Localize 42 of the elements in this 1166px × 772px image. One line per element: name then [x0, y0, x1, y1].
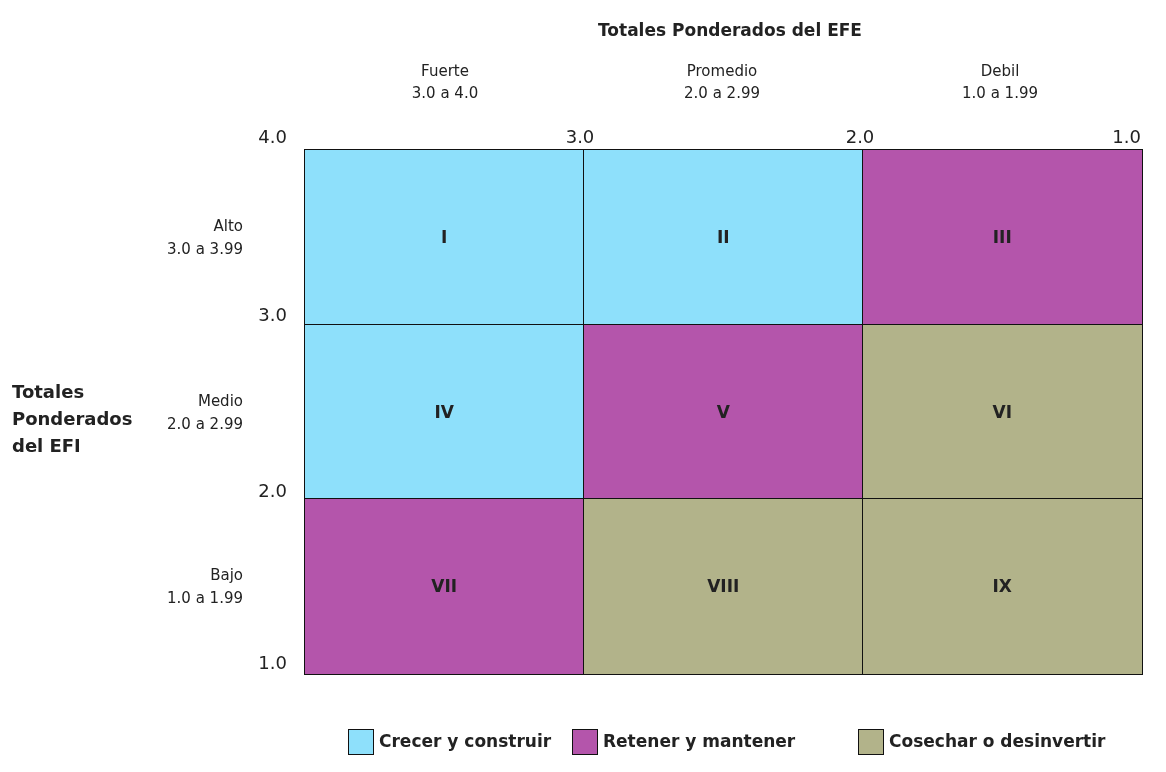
roman-numeral: I: [441, 227, 448, 248]
axis-title: Totales Ponderados del EFE: [598, 20, 862, 40]
column-heading: Debil: [980, 62, 1020, 80]
tick-label: 2.0: [258, 480, 287, 501]
range-label: 3.0 a 4.0: [411, 84, 479, 102]
matrix-cell: [862, 323, 1143, 500]
range-label: 2.0 a 2.99: [167, 415, 243, 433]
roman-numeral: IX: [992, 576, 1012, 597]
row-heading: Medio: [197, 392, 243, 410]
legend-label: Cosechar o desinvertir: [889, 731, 1106, 751]
tick-label: 2.0: [845, 126, 875, 147]
range-label: 1.0 a 1.99: [962, 84, 1038, 102]
column-heading: Fuerte: [421, 62, 469, 80]
tick-label: 4.0: [258, 126, 287, 147]
tick-label: 1.0: [1112, 126, 1141, 147]
roman-numeral: VII: [431, 576, 458, 597]
row-heading: Alto: [213, 217, 243, 235]
roman-numeral: V: [716, 401, 730, 422]
column-heading: Promedio: [686, 62, 758, 80]
roman-numeral: II: [716, 227, 730, 248]
tick-label: 3.0: [258, 304, 287, 325]
roman-numeral: VIII: [707, 576, 740, 597]
tick-label: 1.0: [258, 652, 287, 673]
range-label: 1.0 a 1.99: [167, 589, 243, 607]
roman-numeral: IV: [434, 401, 454, 422]
legend-label: Retener y mantener: [603, 731, 796, 751]
matrix-cell: [862, 498, 1143, 675]
matrix-cell: [862, 149, 1143, 326]
matrix-cell: [583, 149, 864, 326]
axis-title: Totales Ponderados del EFI: [12, 380, 134, 458]
matrix-cell: [304, 323, 585, 500]
matrix-cell: [583, 498, 864, 675]
range-label: 3.0 a 3.99: [167, 240, 243, 258]
range-label: 2.0 a 2.99: [684, 84, 760, 102]
tick-label: 3.0: [565, 126, 595, 147]
legend-label: Crecer y construir: [379, 731, 552, 751]
matrix-cell: [304, 149, 585, 326]
roman-numeral: III: [992, 227, 1012, 248]
matrix-cell: [583, 323, 864, 500]
roman-numeral: VI: [992, 401, 1012, 422]
row-heading: Bajo: [210, 566, 243, 584]
matrix-cell: [304, 498, 585, 675]
